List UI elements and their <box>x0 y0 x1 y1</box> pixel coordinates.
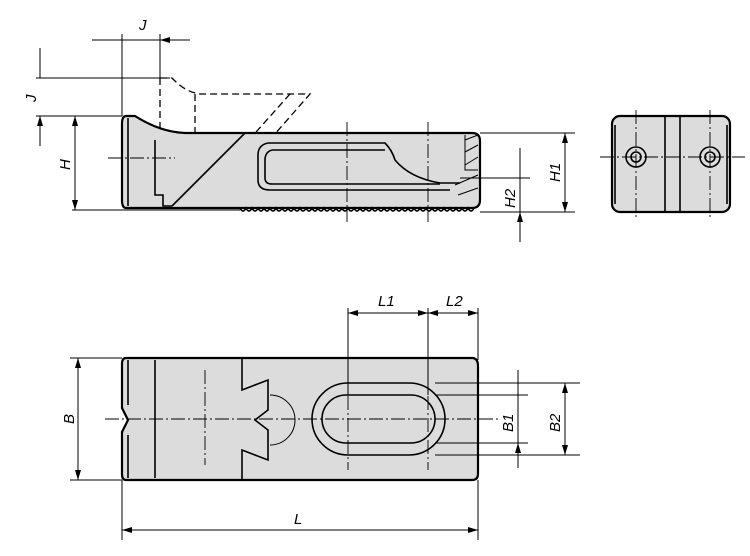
dim-label-l1: L1 <box>378 293 395 310</box>
top-view: L1 L2 B B1 B2 L <box>61 293 580 540</box>
dim-label-b2: B2 <box>547 413 564 432</box>
dim-label-l2: L2 <box>446 293 463 310</box>
dim-label-b1: B1 <box>500 414 517 432</box>
dim-label-j-vertical: J <box>23 94 40 103</box>
dim-label-b: B <box>61 414 78 424</box>
dim-label-h1: H1 <box>547 163 564 182</box>
dim-label-h: H <box>57 159 74 170</box>
dim-label-h2: H2 <box>502 188 519 208</box>
dim-label-l: L <box>294 511 302 528</box>
side-view: J J H H1 H2 <box>23 17 575 242</box>
end-view <box>600 110 745 220</box>
dim-label-j-horizontal: J <box>138 17 147 34</box>
